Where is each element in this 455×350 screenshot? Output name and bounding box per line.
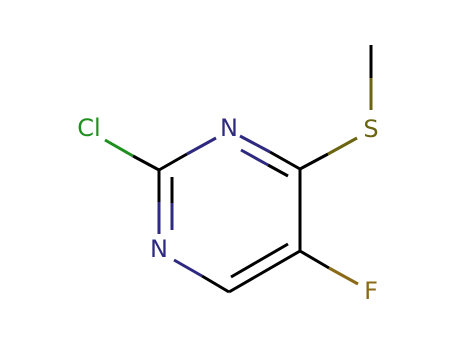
bond-c2-n1 (158, 152, 188, 172)
bond-n1-c6-2 (240, 148, 269, 167)
bond-c5-f-b (328, 266, 359, 286)
atom-label-fluorine: F (364, 277, 378, 305)
atom-label-sulfur: S (363, 115, 378, 143)
bond-cl-c2-b (132, 154, 160, 172)
bond-c5-c4-2 (230, 242, 289, 279)
bond-c4-n3-b (173, 258, 203, 278)
bond-c6-s (299, 152, 329, 171)
atom-label-nitrogen-bottom: N (150, 235, 168, 263)
bond-c5-f (299, 249, 330, 270)
bond-n1-c6-1b (269, 150, 301, 171)
bond-n1-c6-1 (239, 134, 271, 154)
atom-label-chlorine: Cl (77, 114, 100, 142)
atom-label-nitrogen-top: N (220, 114, 238, 142)
bond-c6-s-b (327, 136, 358, 156)
bond-cl-c2 (104, 138, 134, 158)
bond-n1-c6-2b (267, 163, 289, 178)
bond-c2-n1-b (186, 136, 217, 156)
bond-c5-c4-1 (228, 249, 301, 294)
bond-c4-n3 (201, 274, 230, 294)
